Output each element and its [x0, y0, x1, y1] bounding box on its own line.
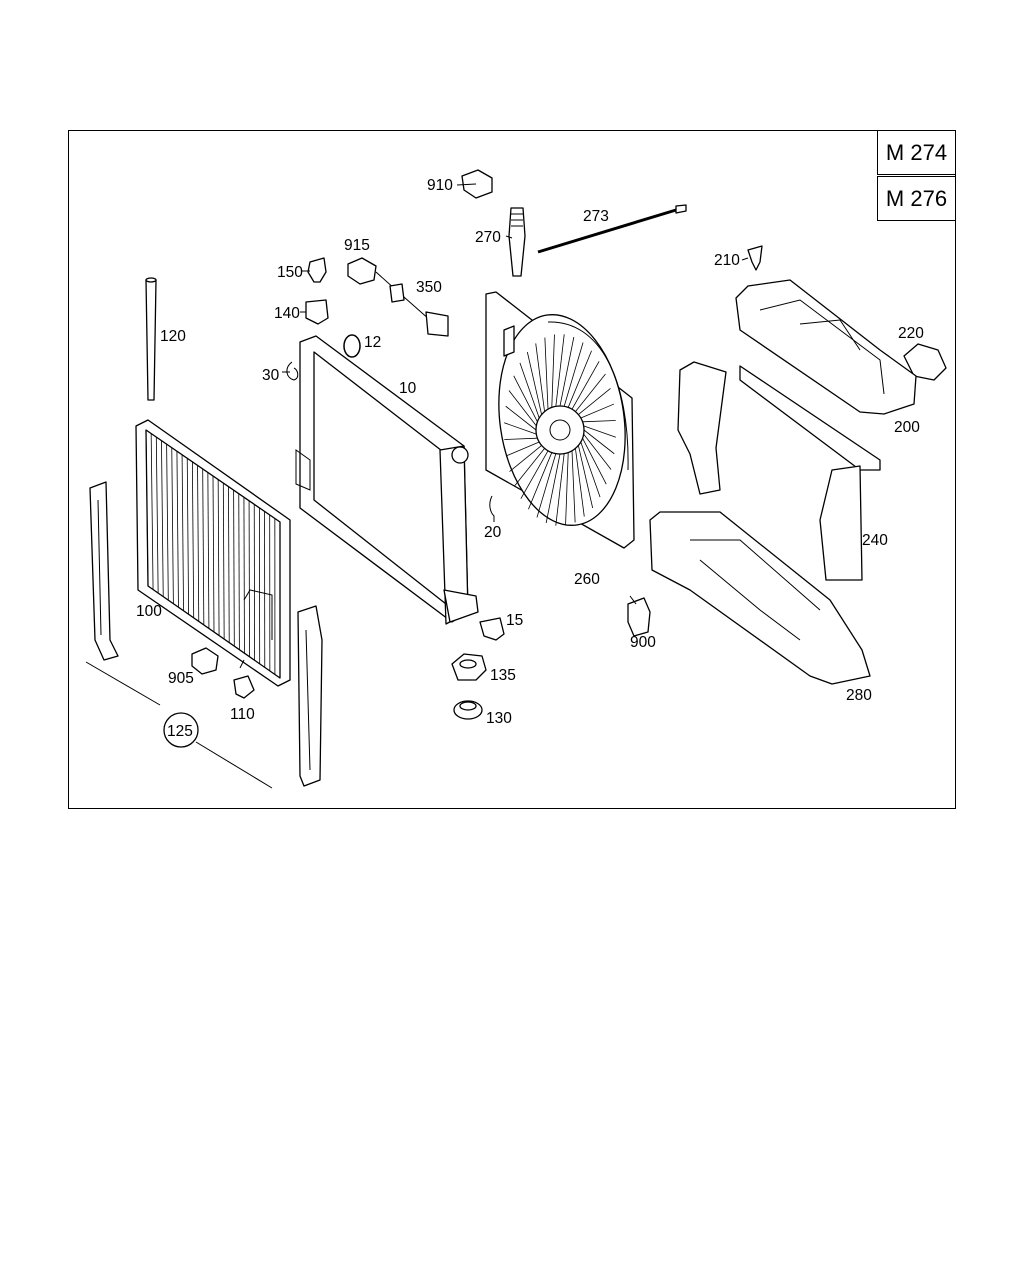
- model-label-m274: M 274: [877, 130, 956, 175]
- part-910-sticker: [461, 169, 493, 199]
- label-150: 150: [277, 264, 303, 281]
- label-100: 100: [136, 603, 162, 620]
- part-130-cap: [453, 700, 483, 720]
- part-915-sticker: [347, 257, 377, 285]
- part-125-seal-strips: [85, 481, 323, 789]
- part-240-side-frame: [677, 361, 881, 581]
- part-905-sticker: [191, 647, 219, 675]
- part-200-upper-duct: [735, 279, 917, 415]
- label-900: 900: [630, 634, 656, 651]
- part-10-radiator: [295, 335, 479, 625]
- part-100-condenser: [135, 419, 291, 687]
- label-200: 200: [894, 419, 920, 436]
- label-125: 125: [167, 723, 193, 740]
- label-273: 273: [583, 208, 609, 225]
- part-30-clip: [286, 361, 299, 381]
- model-label-m276: M 276: [877, 176, 956, 221]
- label-280: 280: [846, 687, 872, 704]
- label-240: 240: [862, 532, 888, 549]
- label-905: 905: [168, 670, 194, 687]
- part-210-clip: [747, 245, 763, 271]
- label-260: 260: [574, 571, 600, 588]
- label-220: 220: [898, 325, 924, 342]
- part-20-clip: [489, 495, 495, 522]
- label-210: 210: [714, 252, 740, 269]
- label-915: 915: [344, 237, 370, 254]
- part-270-273-sensor: [508, 204, 687, 277]
- label-130: 130: [486, 710, 512, 727]
- part-labels: 910 273 270 915 150 350 210 140 120 12 2…: [136, 177, 924, 740]
- label-30: 30: [262, 367, 280, 384]
- part-900-sticker: [627, 597, 651, 637]
- label-270: 270: [475, 229, 501, 246]
- label-12: 12: [364, 334, 381, 351]
- part-140-bushing: [305, 299, 329, 325]
- part-15-sensor: [479, 617, 505, 641]
- label-15: 15: [506, 612, 523, 629]
- label-20: 20: [484, 524, 502, 541]
- part-120-rod: [145, 277, 157, 401]
- part-110-plug: [233, 675, 255, 699]
- label-110: 110: [230, 706, 255, 723]
- leader-lines: [282, 183, 749, 605]
- diagram-frame: [68, 130, 956, 809]
- label-350: 350: [416, 279, 442, 296]
- label-140: 140: [274, 305, 300, 322]
- part-280-lower-duct: [649, 511, 871, 685]
- part-135-cap: [451, 653, 487, 681]
- label-910: 910: [427, 177, 453, 194]
- part-260-fan-shroud: [485, 291, 635, 549]
- part-12-o-ring: [343, 334, 361, 358]
- label-10: 10: [399, 380, 417, 397]
- label-120: 120: [160, 328, 186, 345]
- part-150-clip: [307, 257, 327, 283]
- part-350-connector: [375, 271, 449, 337]
- label-135: 135: [490, 667, 516, 684]
